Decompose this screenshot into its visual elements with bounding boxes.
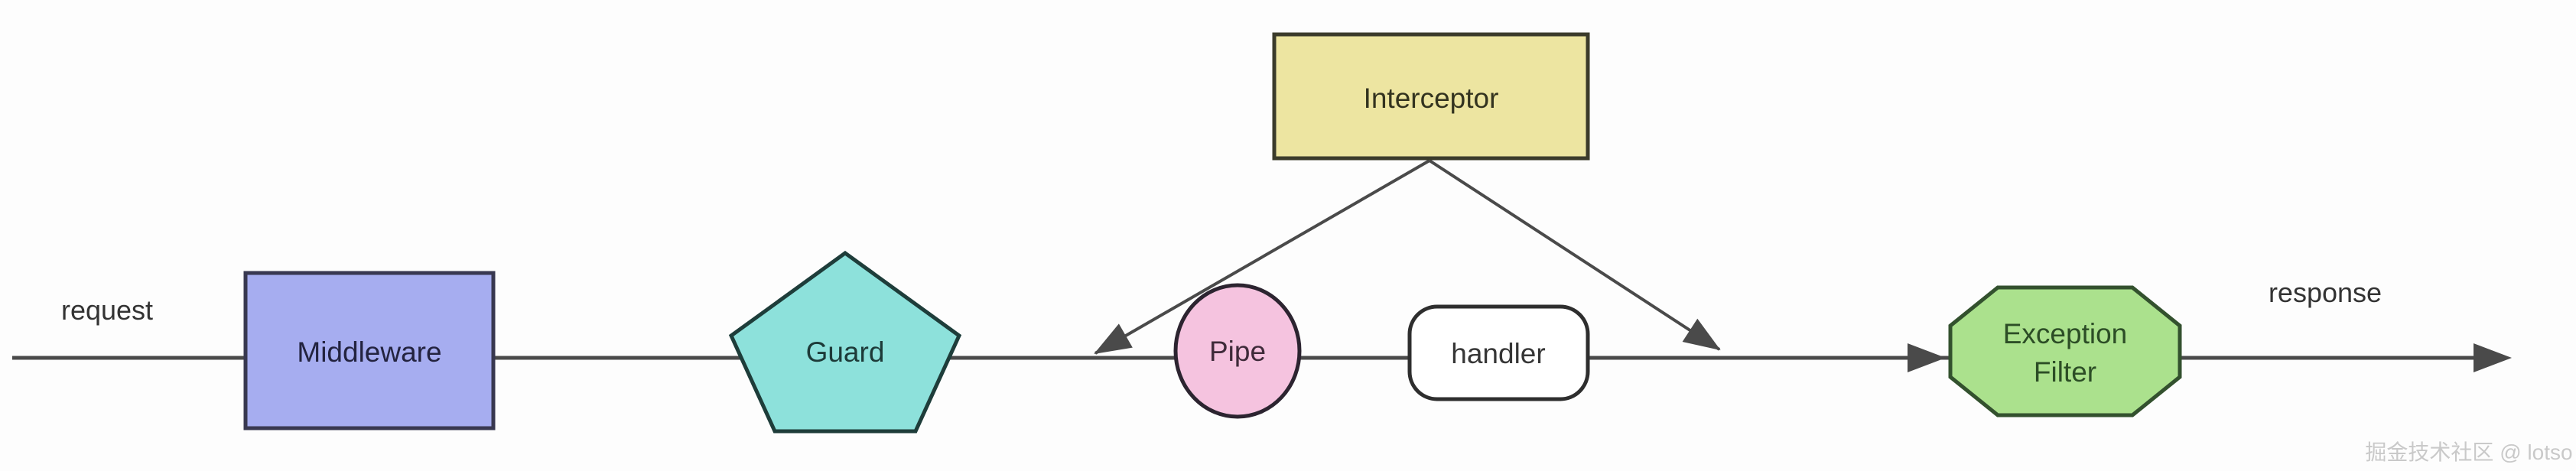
response-arrowhead: [2474, 343, 2512, 372]
guard-node: [728, 250, 962, 434]
pipe-label: Pipe: [1209, 336, 1266, 367]
exception-filter-node: [1948, 285, 2182, 417]
handler-node: [1407, 304, 1590, 401]
pipe-node: [1173, 283, 1302, 419]
interceptor-left-arrow: [1094, 159, 1430, 355]
exception-filter-label-line1: Exception: [2003, 318, 2128, 349]
watermark: 掘金技术社区 @ lotso: [2365, 440, 2572, 464]
guard-label: Guard: [806, 336, 885, 368]
pre-exception-filter-arrowhead: [1908, 343, 1946, 372]
interceptor-right-arrow: [1428, 159, 1721, 351]
request-label: request: [61, 294, 153, 326]
exception-filter-label-line2: Filter: [2034, 356, 2096, 388]
interceptor-label: Interceptor: [1364, 83, 1499, 114]
interceptor-node: [1272, 32, 1590, 161]
middleware-label: Middleware: [297, 336, 441, 368]
middleware-node: [243, 271, 496, 430]
response-label: response: [2269, 277, 2382, 308]
handler-label: handler: [1451, 338, 1545, 369]
